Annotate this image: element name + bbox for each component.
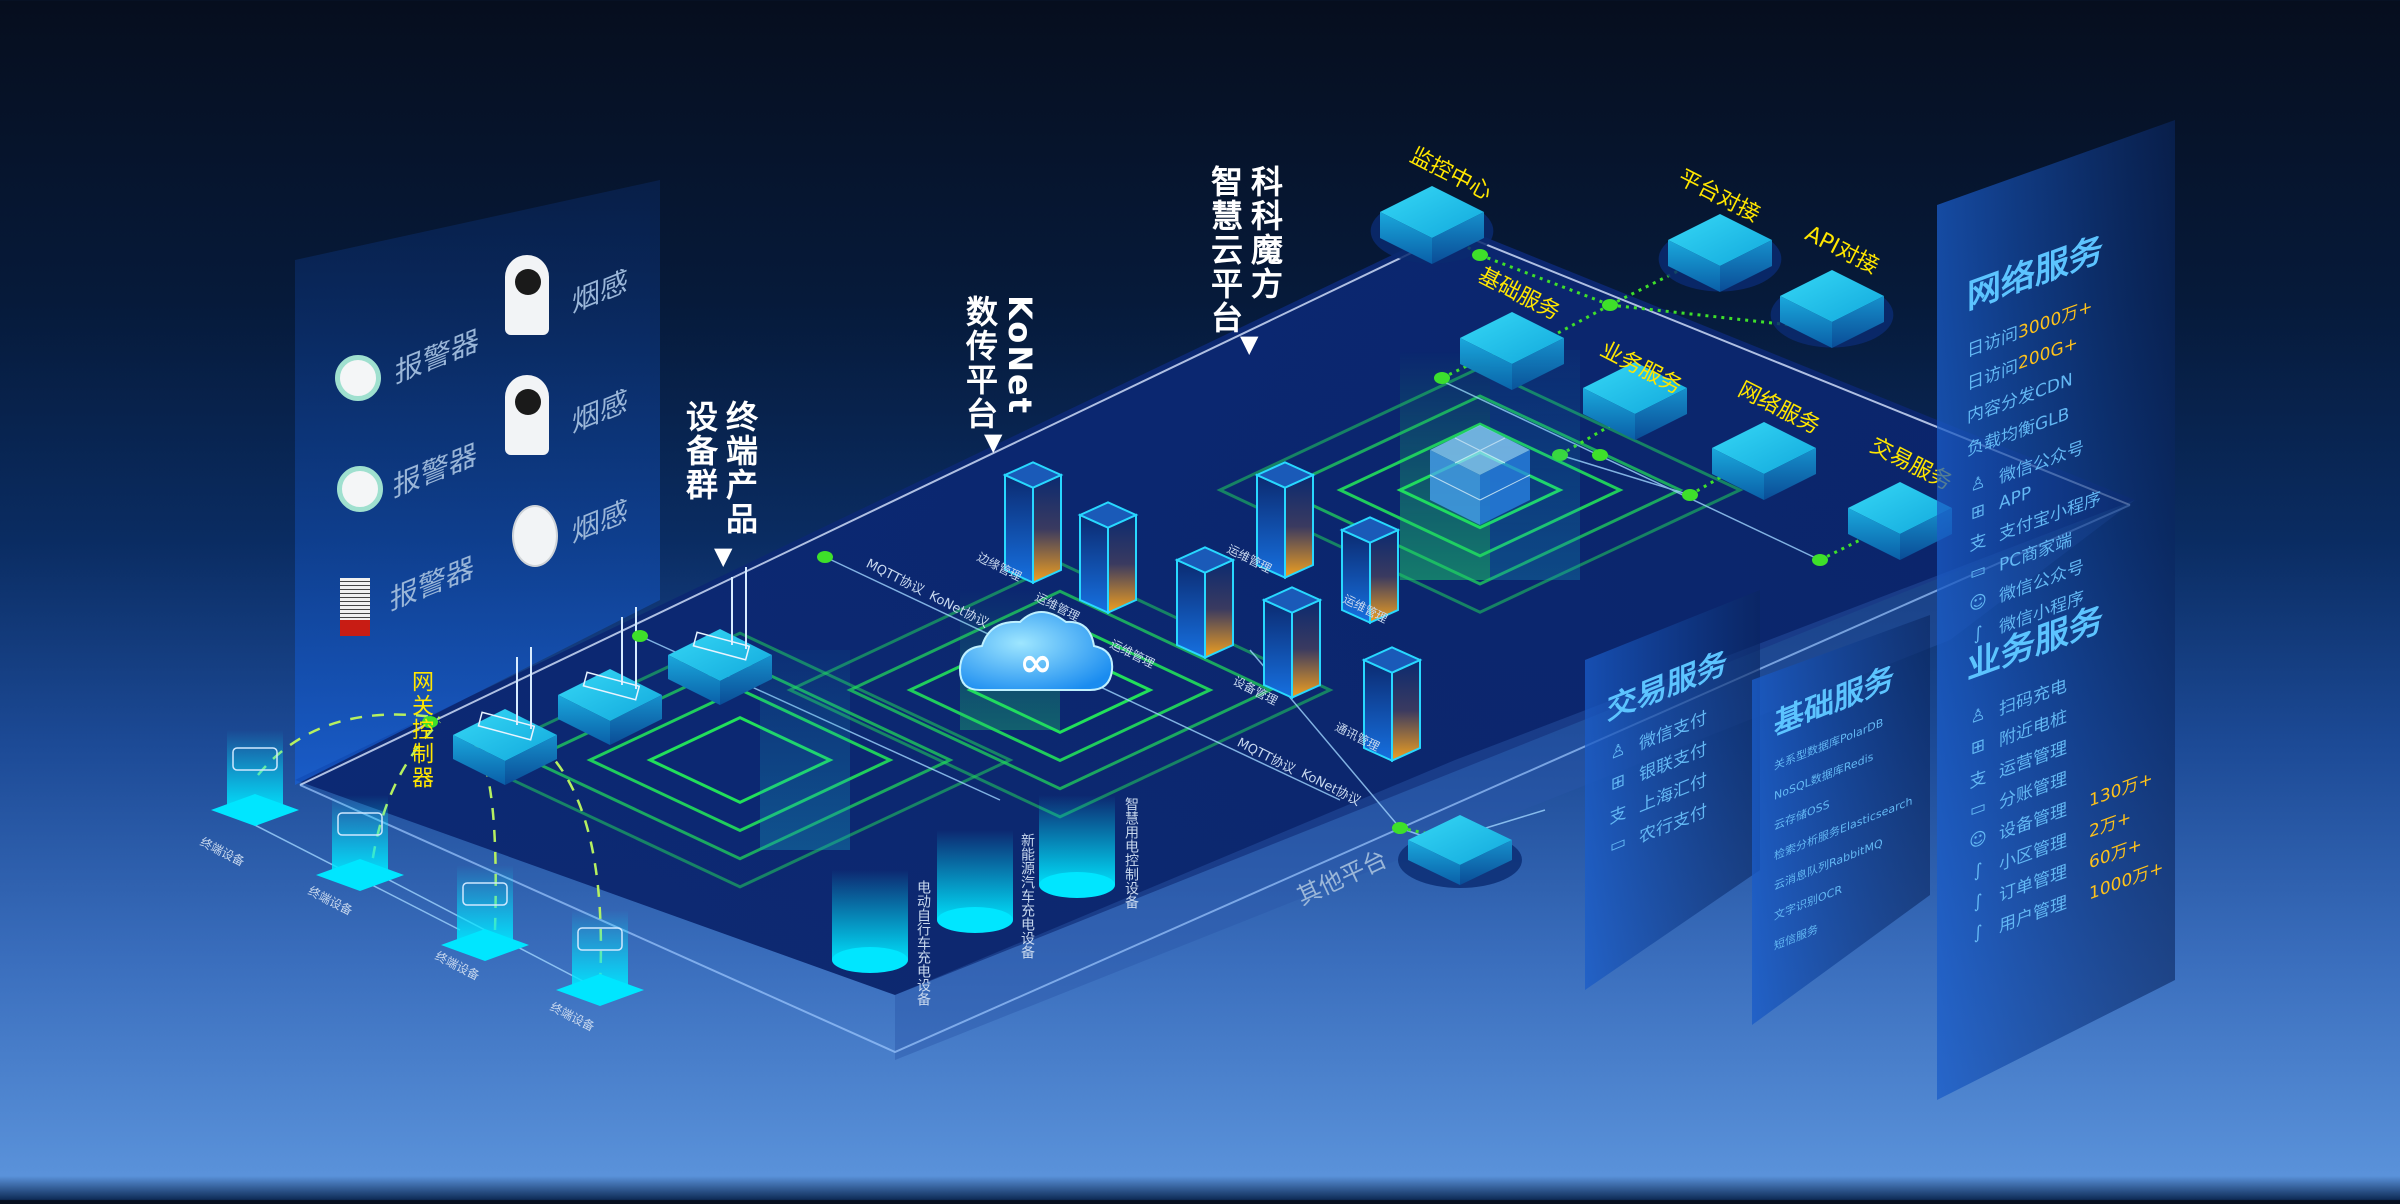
router-box [558,607,662,745]
terminal-header-line1: 终端产品 [721,400,759,536]
socket-icon [232,747,278,771]
charging-label-ebike: 电动自行车充电设备 [915,880,931,1006]
cloud-node-box [1770,270,1894,348]
konet-header-line1: KoNet [1001,295,1039,415]
user-icon: ♙ [1970,702,1986,729]
circuit-ring [526,659,954,861]
socket-icon [337,812,383,836]
cloud-header-line1: 科科魔方 [1246,165,1284,301]
app-icon: ⊞ [1970,499,1986,525]
server-pillar [1254,461,1316,580]
charging-cylinder [832,870,908,960]
connection-node [1392,822,1408,834]
router-box [668,567,772,705]
glow-column [760,650,850,850]
charging-cylinder-base [832,947,908,973]
server-pillar [1002,461,1064,585]
server-pillar [1174,546,1236,660]
app-icon: ⊞ [1970,733,1986,760]
konet-cloud-icon: ∞ [958,590,1114,730]
monitor-icon: ▭ [1609,830,1627,858]
server-pillar [1261,586,1323,700]
konet-header-line2: 数传平台 [961,295,999,431]
connection-node [422,716,438,728]
gateway-label: 网关控制器 [408,670,433,790]
chat-icon: ☺ [1969,589,1987,616]
cloud-platform-cubes [1400,350,1580,580]
charging-cylinder [937,830,1013,920]
charging-label-smart-power: 智慧用电控制设备 [1123,797,1139,909]
konet-arrow-icon: ▼ [984,428,1003,456]
cloud-node-box [1370,186,1494,264]
alipay-icon: 支 [1609,802,1627,829]
monitor-icon: ▭ [1969,795,1987,822]
circuit-ring [586,687,894,833]
connection-node [1682,489,1698,501]
device-alarm-1 [335,355,381,401]
connection-node [817,551,833,563]
terminal-base [316,859,404,891]
cloud-node-box [1658,214,1782,292]
socket-icon [577,927,623,951]
charging-cylinder-base [937,907,1013,933]
basic-panel-bg [1752,615,1930,1025]
terminal-base [441,929,529,961]
alipay-icon: 支 [1969,766,1987,794]
konet-header: KoNet 数传平台 [960,295,1040,431]
device-siren [340,578,370,636]
terminal-base [211,794,299,826]
connection-node [1812,554,1828,566]
server-pillar [1361,646,1423,763]
network-panel-bg [1937,120,2175,1100]
alipay-icon: 支 [1969,529,1987,557]
user-icon: ♙ [1610,737,1626,765]
chat-icon: ☺ [1969,826,1987,853]
link-icon: ∫ [1973,920,1983,945]
cloud-node-box [1712,422,1816,500]
router-box [453,647,557,785]
cloud-header: 科科魔方 智慧云平台 [1205,165,1285,335]
cloud-header-line2: 智慧云平台 [1206,165,1244,335]
user-icon: ♙ [1970,470,1986,497]
connection-node [632,630,648,642]
link-icon: ∫ [1973,858,1983,883]
link-icon: ∫ [1973,889,1983,914]
charging-cylinder-base [1039,872,1115,898]
socket-icon [462,882,508,906]
other-platform-box [1398,815,1522,888]
device-camera-2 [505,375,549,455]
connection-node [1592,449,1608,461]
server-pillar [1077,501,1139,615]
device-smoke-detector [512,505,558,567]
charging-cylinder [1039,795,1115,885]
device-camera-1 [505,255,549,335]
terminal-header-line2: 设备群 [681,400,719,502]
cloud-arrow-icon: ▼ [1240,330,1259,358]
connection-node [1472,249,1488,261]
connection-node [1602,299,1618,311]
server-pillar [1339,516,1401,625]
monitor-icon: ▭ [1969,558,1987,585]
terminal-arrow-icon: ▼ [714,542,733,570]
device-wall [295,180,660,785]
circuit-ring [466,631,1014,889]
charging-label-ev: 新能源汽车充电设备 [1019,833,1035,959]
cloud-node-box [1583,362,1687,440]
terminal-header: 终端产品 设备群 [680,400,760,536]
svg-text:∞: ∞ [1019,640,1052,686]
device-alarm-2 [337,466,383,512]
trade-panel-bg [1585,590,1760,990]
app-icon: ⊞ [1610,769,1626,795]
terminal-base [556,974,644,1006]
trade-service-panel: 交易服务 ♙微信支付⊞银联支付支上海汇付▭农行支付 [1585,590,1765,990]
